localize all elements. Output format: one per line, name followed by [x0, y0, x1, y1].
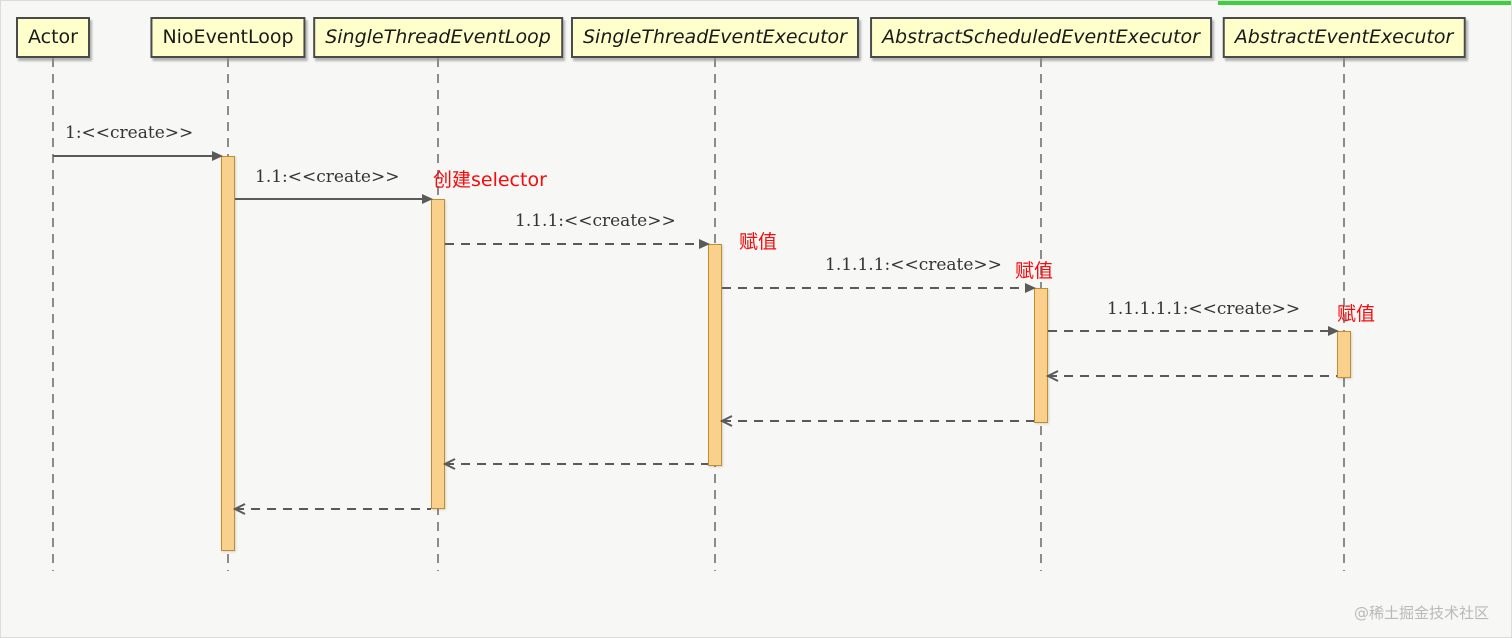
participant-abstracteventexecutor: AbstractEventExecutor: [1222, 17, 1466, 58]
message-line-create-1: [53, 151, 223, 161]
progress-bar: [1218, 1, 1511, 5]
arrowhead-left-open-icon: [719, 414, 734, 428]
message-label-1-1-1: 1.1.1:<<create>>: [515, 211, 676, 231]
arrowhead-right-icon: [699, 239, 710, 249]
message-line-create-1-1: [235, 194, 433, 204]
message-line-create-1-1-1: [445, 239, 710, 249]
participant-abstractscheduledeventexecutor: AbstractScheduledEventExecutor: [870, 17, 1212, 58]
activation-singlethreadeventloop: [431, 199, 445, 509]
arrowhead-right-icon: [422, 194, 433, 204]
message-label-1-1-1-1-1: 1.1.1.1.1:<<create>>: [1107, 299, 1301, 319]
arrowhead-left-open-icon: [1045, 369, 1060, 383]
annotation-assign-2: 赋值: [1015, 260, 1054, 282]
message-label-1: 1:<<create>>: [65, 123, 194, 143]
return-line-singlethreadeventloop: [232, 503, 431, 515]
lifeline-abstracteventexecutor: [1343, 58, 1345, 571]
message-line-create-1-1-1-1: [722, 283, 1036, 293]
watermark: @稀土掘金技术社区: [1353, 604, 1489, 622]
return-line-abstracteventexecutor: [1045, 370, 1337, 382]
message-line-create-1-1-1-1-1: [1048, 326, 1339, 336]
message-label-1-1-1-1: 1.1.1.1:<<create>>: [825, 255, 1002, 275]
annotation-create-selector: 创建selector: [433, 169, 547, 191]
annotation-assign-3: 赋值: [1337, 303, 1376, 325]
annotation-assign-1: 赋值: [739, 231, 778, 253]
return-line-singlethreadeventexecutor: [442, 458, 708, 470]
activation-nioeventloop: [221, 156, 235, 551]
participant-actor: Actor: [16, 17, 90, 58]
participant-singlethreadeventloop: SingleThreadEventLoop: [313, 17, 563, 58]
arrowhead-right-icon: [212, 151, 223, 161]
activation-singlethreadeventexecutor: [708, 244, 722, 466]
participant-nioeventloop: NioEventLoop: [150, 17, 306, 58]
arrowhead-left-open-icon: [232, 502, 247, 516]
arrowhead-left-open-icon: [442, 457, 457, 471]
return-line-abstractscheduledeventexecutor: [719, 415, 1034, 427]
participant-singlethreadeventexecutor: SingleThreadEventExecutor: [570, 17, 860, 58]
arrowhead-right-icon: [1328, 326, 1339, 336]
activation-abstractscheduledeventexecutor: [1034, 288, 1048, 423]
activation-abstracteventexecutor: [1337, 331, 1351, 378]
message-label-1-1: 1.1:<<create>>: [255, 167, 400, 187]
lifeline-actor: [52, 58, 54, 571]
arrowhead-right-icon: [1025, 283, 1036, 293]
